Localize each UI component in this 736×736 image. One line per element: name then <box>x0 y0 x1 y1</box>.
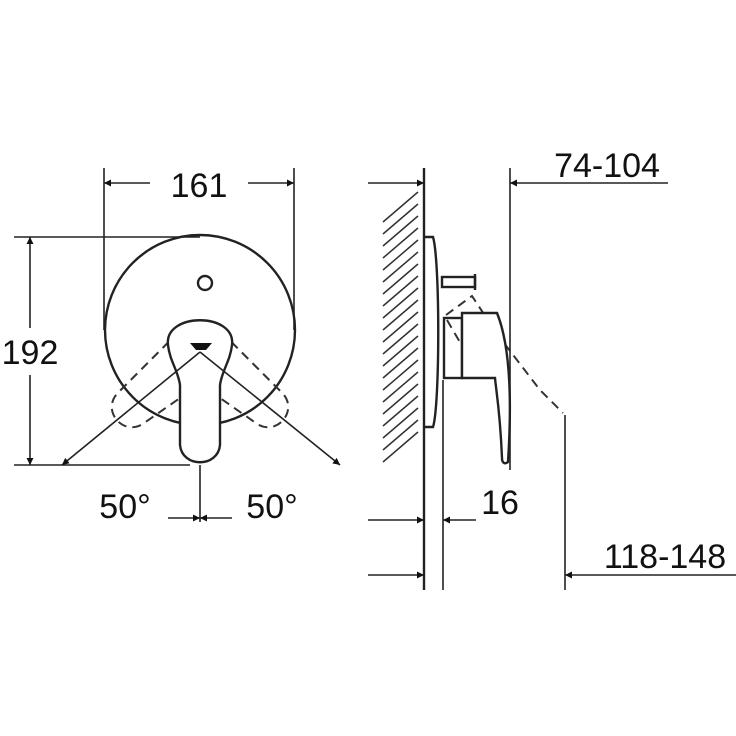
total-dimension: 118-148 <box>604 538 726 576</box>
hatch-line <box>382 383 419 415</box>
projection-dimension: 74-104 <box>554 147 660 185</box>
lever-mark <box>190 343 212 350</box>
hatch-line <box>382 215 419 247</box>
hatch-line <box>382 395 419 427</box>
hatch-line <box>382 275 419 307</box>
hatch-line <box>382 311 419 343</box>
plate-dimension: 16 <box>481 484 519 522</box>
hatch-line <box>382 251 419 283</box>
lever-handle <box>166 319 234 464</box>
diverter-pin <box>440 275 477 289</box>
hatch-line <box>382 431 419 463</box>
width-dimension: 161 <box>171 167 228 205</box>
height-dimension: 192 <box>2 334 59 372</box>
hatch-line <box>382 299 419 331</box>
hatch-line <box>382 335 419 367</box>
side-view: 74-104 16 118-148 <box>368 147 736 590</box>
hatch-line <box>382 323 419 355</box>
hatch-line <box>382 419 419 451</box>
hatch-line <box>382 347 419 379</box>
hatch-line <box>382 359 419 391</box>
angle-right: 50° <box>246 488 297 526</box>
side-plate <box>425 235 440 429</box>
valve-body <box>442 316 464 380</box>
hatch-line <box>382 239 419 271</box>
hatch-line <box>382 371 419 403</box>
hatch-line <box>382 287 419 319</box>
hatch-line <box>382 227 419 259</box>
hatch-line <box>382 263 419 295</box>
hatch-line <box>382 407 419 439</box>
hatch-line <box>382 203 419 235</box>
diverter-hole <box>196 274 214 292</box>
angle-left: 50° <box>99 488 150 526</box>
front-view: 161 192 50° 50° <box>2 167 341 526</box>
side-lever <box>460 311 512 465</box>
hatch-line <box>382 191 419 223</box>
wall-hatching <box>382 191 419 463</box>
